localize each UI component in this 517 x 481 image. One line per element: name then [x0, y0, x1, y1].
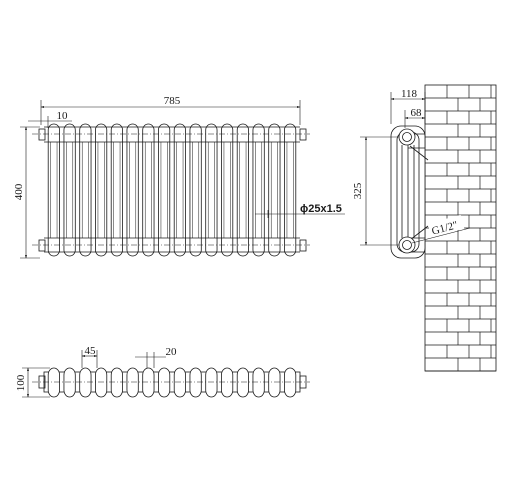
top-column-16	[284, 367, 297, 398]
pitch-label: 45	[85, 345, 97, 357]
bracket-label: 68	[411, 107, 423, 119]
port-bottom-inner	[402, 240, 412, 250]
front-column-11	[205, 123, 218, 257]
top-view	[22, 350, 310, 398]
thread-leader-line	[411, 227, 471, 244]
bracket-bottom-diag	[409, 225, 429, 241]
height-label: 400	[13, 183, 25, 200]
top-column-8	[158, 367, 171, 398]
front-column-15	[268, 123, 281, 257]
depth-label: 100	[15, 374, 27, 391]
plug-bottom-right	[299, 239, 307, 252]
bracket-top-diag	[409, 145, 429, 161]
front-columns	[47, 123, 297, 257]
top-column-1	[47, 367, 60, 398]
front-column-6	[126, 123, 139, 257]
port-bottom-outer	[398, 236, 416, 254]
front-view	[20, 100, 345, 259]
front-column-16	[284, 123, 297, 257]
top-column-12	[221, 367, 234, 398]
plug-top-left	[38, 128, 46, 141]
offset-label: 10	[57, 110, 69, 122]
top-column-15	[268, 367, 281, 398]
front-column-14	[252, 123, 265, 257]
top-column-14	[252, 367, 265, 398]
top-column-7	[142, 367, 155, 398]
front-column-13	[236, 123, 249, 257]
front-column-3	[79, 123, 92, 257]
top-column-2	[63, 367, 76, 398]
front-column-9	[173, 123, 186, 257]
port-top-inner	[402, 132, 412, 142]
width-label: 785	[164, 95, 181, 107]
gap-label: 20	[166, 346, 178, 358]
pipe-label: ϕ25x1.5	[300, 203, 342, 215]
top-column-11	[205, 367, 218, 398]
top-column-4	[95, 367, 108, 398]
top-column-6	[126, 367, 139, 398]
top-column-3	[79, 367, 92, 398]
front-column-5	[110, 123, 123, 257]
side-depth-label: 118	[401, 88, 418, 100]
front-column-12	[221, 123, 234, 257]
plug-top-right	[299, 128, 307, 141]
front-column-8	[158, 123, 171, 257]
front-column-10	[189, 123, 202, 257]
front-column-2	[63, 123, 76, 257]
top-column-13	[236, 367, 249, 398]
port-top-outer	[398, 128, 416, 146]
plug-bottom-left	[38, 239, 46, 252]
side-view	[360, 92, 471, 259]
front-column-1	[47, 123, 60, 257]
thread-label-backdrop	[427, 214, 465, 238]
centers-label: 325	[352, 182, 364, 199]
top-columns	[43, 367, 301, 398]
front-column-4	[95, 123, 108, 257]
top-column-10	[189, 367, 202, 398]
top-column-5	[110, 367, 123, 398]
top-column-9	[173, 367, 186, 398]
front-column-7	[142, 123, 155, 257]
